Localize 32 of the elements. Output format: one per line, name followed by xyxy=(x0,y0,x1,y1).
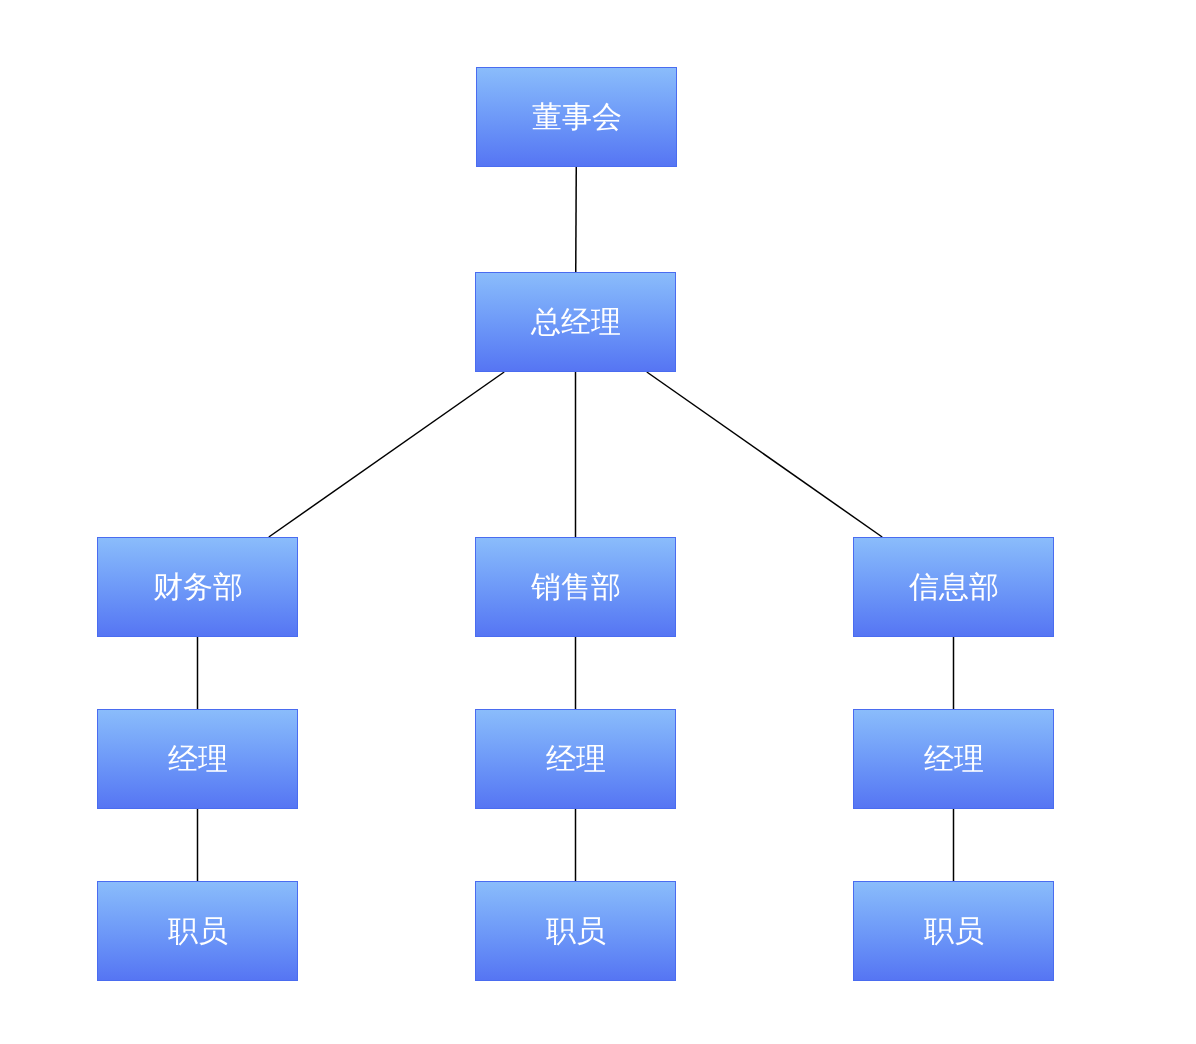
org-box xyxy=(97,537,298,637)
org-box xyxy=(97,881,298,981)
box-label: 职员 xyxy=(545,916,606,946)
connector-line xyxy=(268,371,505,538)
org-box xyxy=(853,709,1054,809)
box-label: 董事会 xyxy=(531,102,622,132)
box-label: 经理 xyxy=(545,744,606,774)
org-box xyxy=(475,881,676,981)
box-label: 财务部 xyxy=(152,572,243,602)
box-label: 销售部 xyxy=(530,572,621,602)
org-box xyxy=(853,537,1054,637)
box-label: 经理 xyxy=(923,744,984,774)
box-label: 信息部 xyxy=(908,572,999,602)
box-label: 经理 xyxy=(167,744,228,774)
connector-line xyxy=(574,636,577,710)
org-box xyxy=(97,709,298,809)
box-label: 总经理 xyxy=(530,307,621,337)
org-box xyxy=(476,67,677,167)
connector-line xyxy=(575,166,577,273)
connector-line xyxy=(646,371,883,538)
org-box xyxy=(475,272,676,372)
connector-line xyxy=(196,808,199,882)
org-box xyxy=(853,881,1054,981)
connector-line xyxy=(952,808,955,882)
org-box xyxy=(475,537,676,637)
connector-line xyxy=(952,636,955,710)
connector-line xyxy=(574,808,577,882)
connector-line xyxy=(196,636,199,710)
box-label: 职员 xyxy=(167,916,228,946)
box-label: 职员 xyxy=(923,916,984,946)
connector-line xyxy=(574,371,577,538)
org-box xyxy=(475,709,676,809)
